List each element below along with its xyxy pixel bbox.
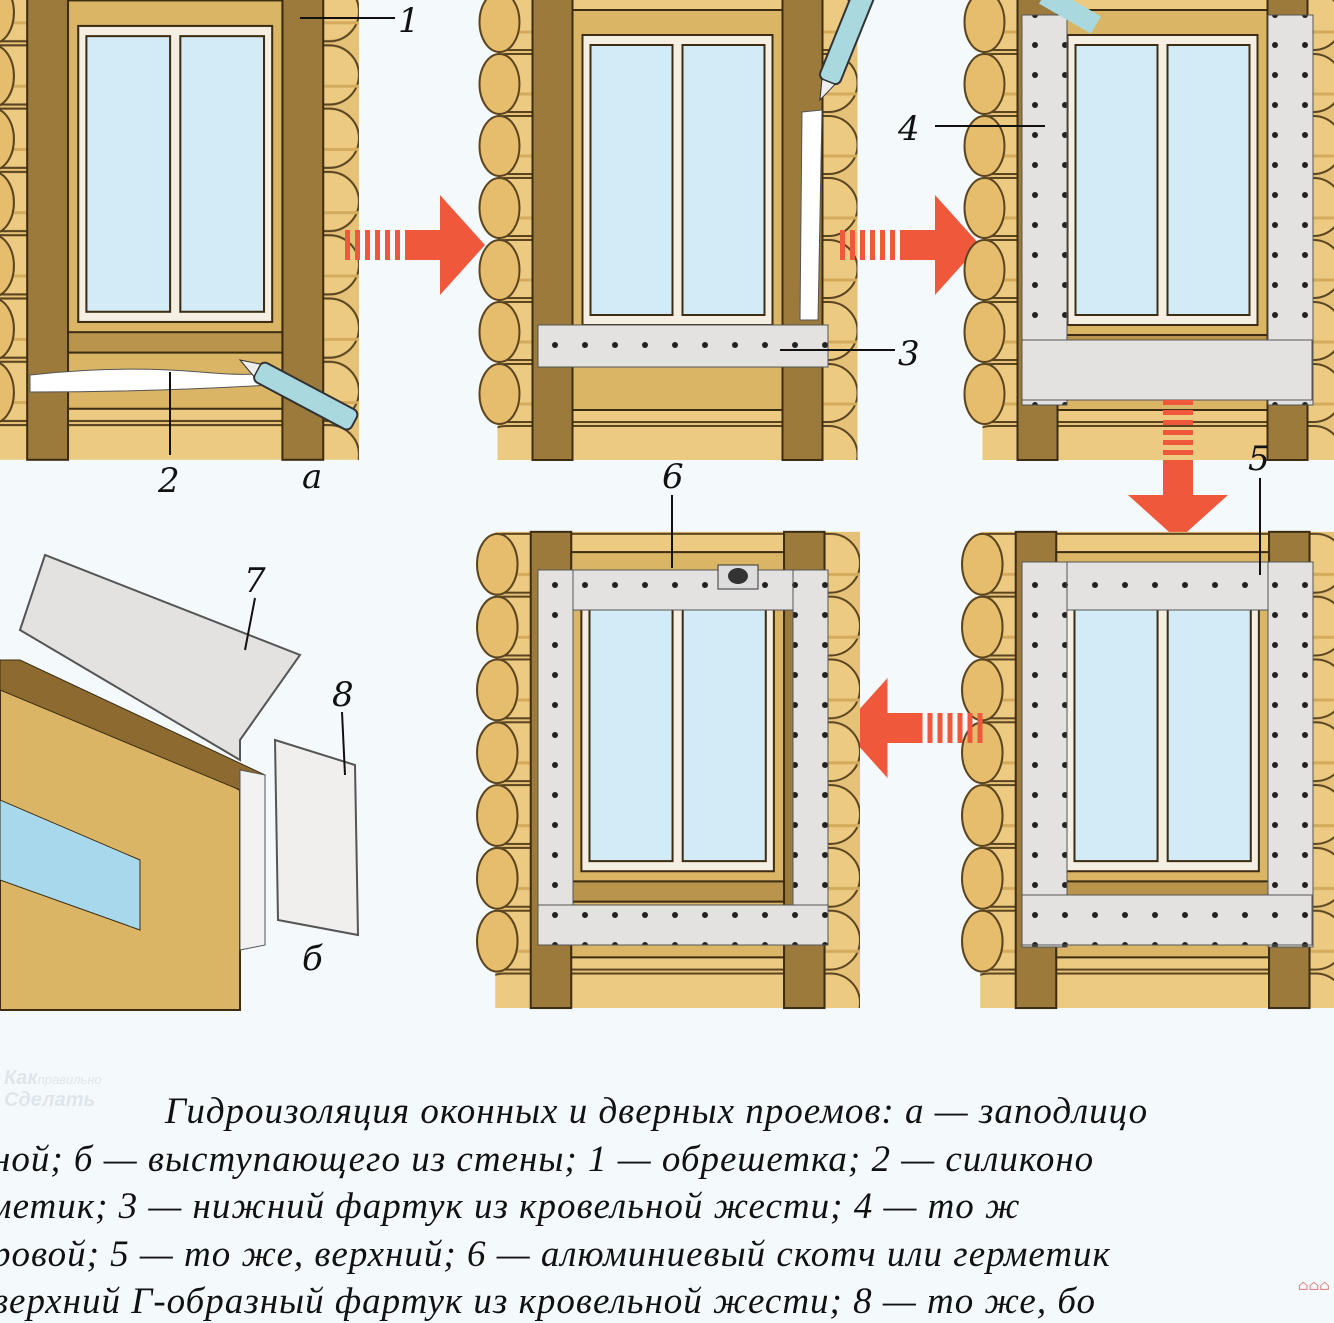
sealant-gun-icon [819,0,880,102]
sealant-gun-icon [238,359,359,431]
watermark-line1b: правильно [37,1072,102,1087]
caption-line-1: Гидроизоляция оконных и дверных проемов:… [165,1091,1149,1132]
label-2: 2 [157,461,180,501]
g-apron-7 [18,553,302,762]
side-apron-8 [273,738,360,937]
label-a: а [302,457,322,497]
arrow-right-1 [345,195,485,295]
house-icons: ⌂⌂⌂ [1297,1278,1330,1294]
label-1: 1 [398,1,420,41]
label-6: 6 [662,457,684,497]
label-8: 8 [332,675,354,715]
caption-line-2: ной; б — выступающего из стены; 1 — обре… [0,1139,1095,1180]
watermark-line1: Как [4,1067,38,1089]
panel-a-flush-window: 1 2 а [0,0,420,501]
caption-line-4: ровой; 5 — то же, верхний; 6 — алюминиев… [0,1234,1111,1275]
panel-b-protruding-window: 7 8 б [0,553,360,1011]
watermark-line2: Сделать [4,1089,96,1111]
label-7: 7 [244,561,266,601]
panel-upper-apron: 5 [960,439,1334,1010]
panel-lower-apron: 3 [478,0,920,462]
panel-aluminium-tape: 6 [475,457,860,1010]
caption-line-3: метик; 3 — нижний фартук из кровельной ж… [0,1186,1021,1227]
arrow-right-2 [840,195,980,295]
label-5: 5 [1248,439,1270,479]
lower-apron [537,324,829,368]
panel-side-aprons: 4 [897,0,1334,462]
label-b: б [302,939,323,979]
sealant-bead [799,109,823,321]
label-3: 3 [898,334,920,374]
tape-roll-icon [717,564,759,590]
watermark-logo: Какправильно Сделать [4,1068,102,1110]
label-4: 4 [897,109,920,149]
